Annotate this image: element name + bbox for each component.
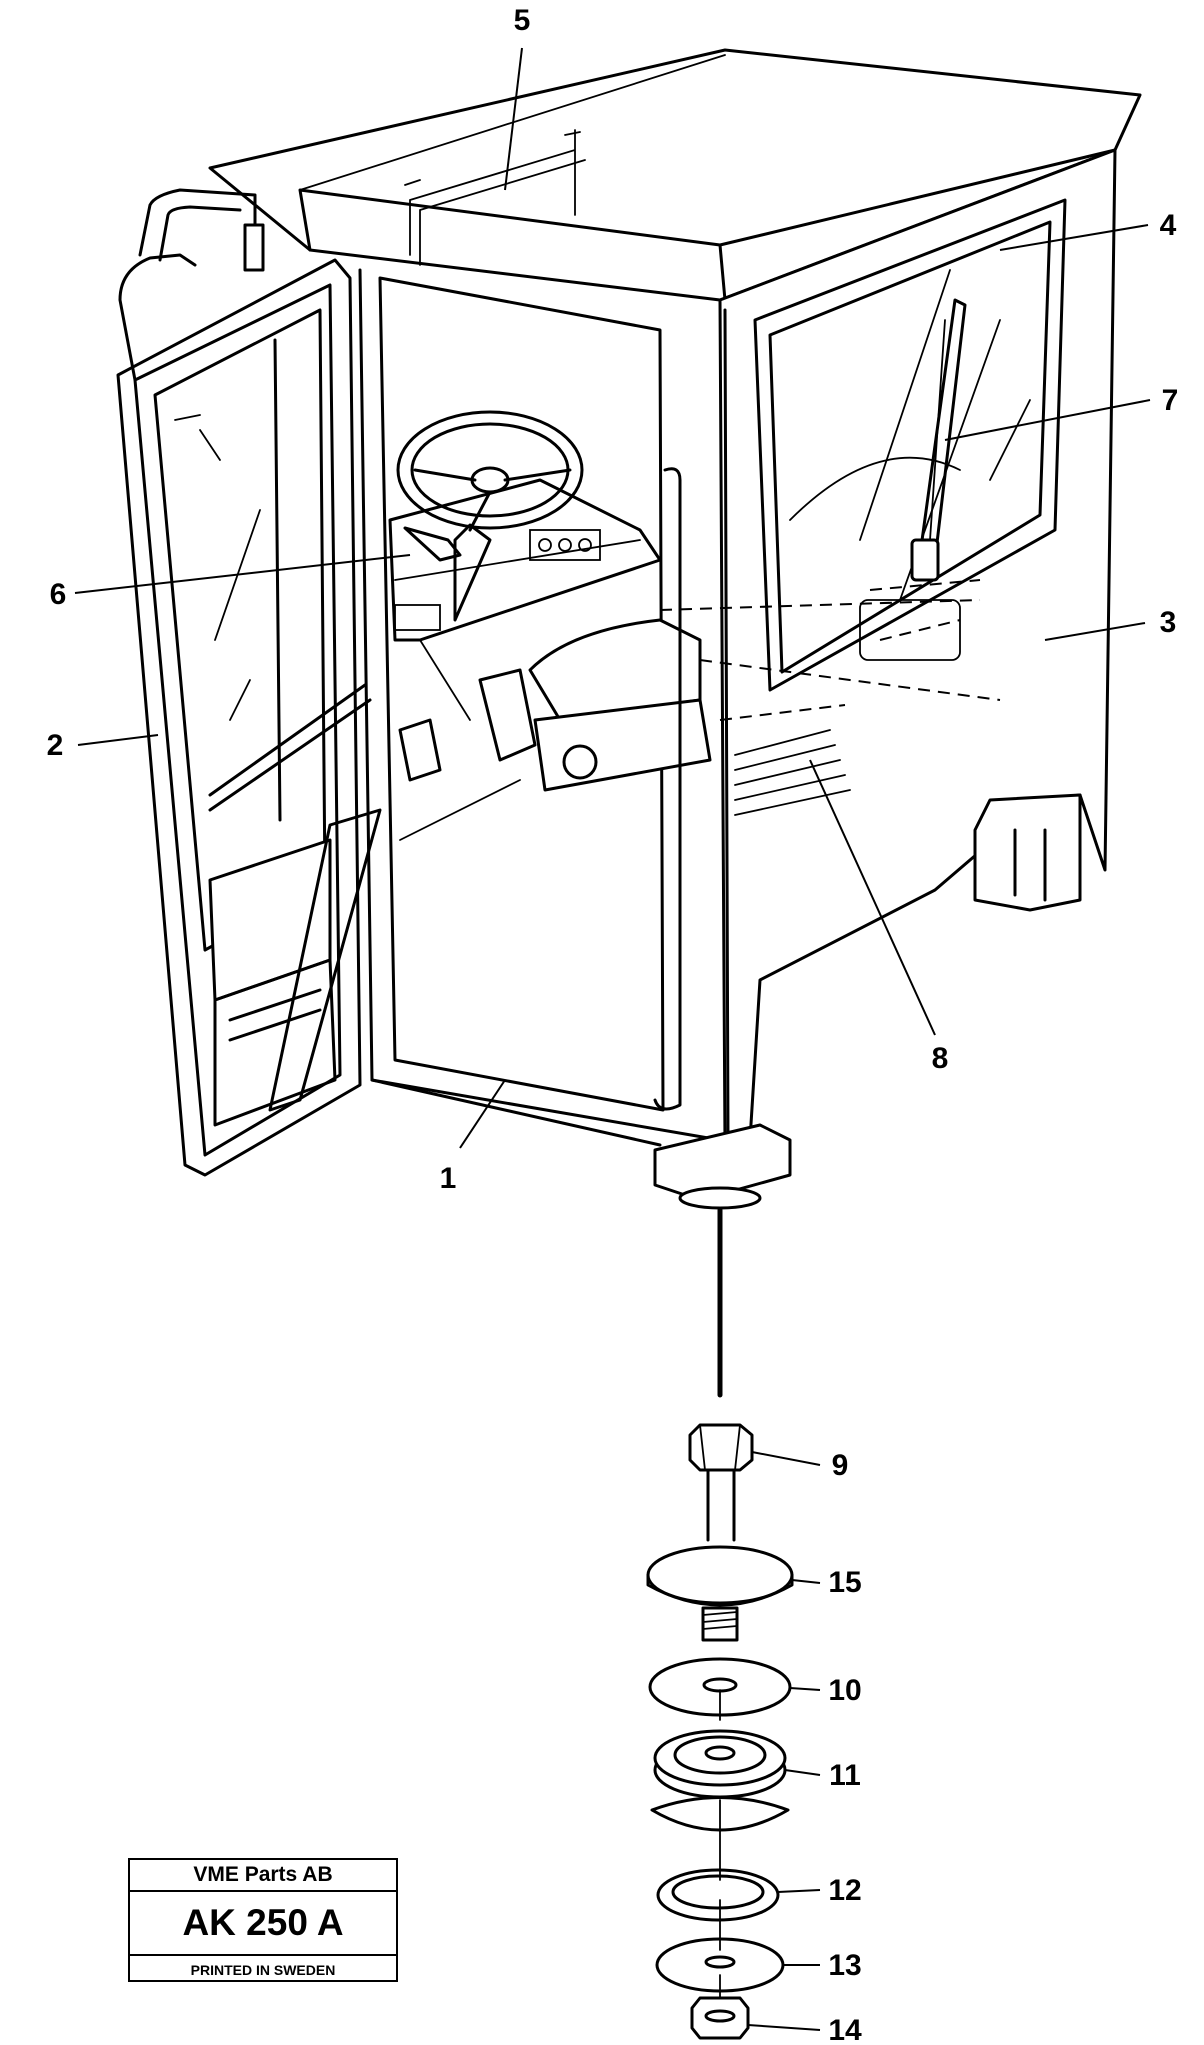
callout-9: 9 [832,1449,849,1482]
callout-1: 1 [440,1162,457,1195]
cab-body [208,48,1142,1210]
leader-lines [74,47,1151,2031]
callout-labels: 1 2 3 4 5 6 7 8 9 10 11 12 13 14 15 [47,4,1179,2045]
wiper [910,298,967,582]
callout-8: 8 [932,1042,949,1075]
callout-4: 4 [1160,209,1177,242]
door [116,188,382,1177]
mounting-stack [646,1423,794,2040]
callout-13: 13 [828,1949,861,1982]
side-window [753,198,1067,692]
callout-7: 7 [1162,384,1179,417]
drawing-number: AK 250 A [130,1892,396,1956]
roof-hatch [404,129,586,266]
callout-5: 5 [514,4,531,37]
callout-3: 3 [1160,606,1177,639]
callout-10: 10 [828,1674,861,1707]
callout-6: 6 [50,578,67,611]
callout-12: 12 [828,1874,861,1907]
printed-note: PRINTED IN SWEDEN [190,1962,336,1978]
side-vent [719,704,851,816]
callout-15: 15 [828,1566,861,1599]
callout-2: 2 [47,729,64,762]
company-name: VME Parts AB [130,1860,396,1892]
callout-11: 11 [829,1759,861,1792]
cab-interior [388,410,712,1111]
callout-14: 14 [828,2014,862,2045]
title-block: VME Parts AB AK 250 A PRINTED IN SWEDEN [128,1858,398,1982]
